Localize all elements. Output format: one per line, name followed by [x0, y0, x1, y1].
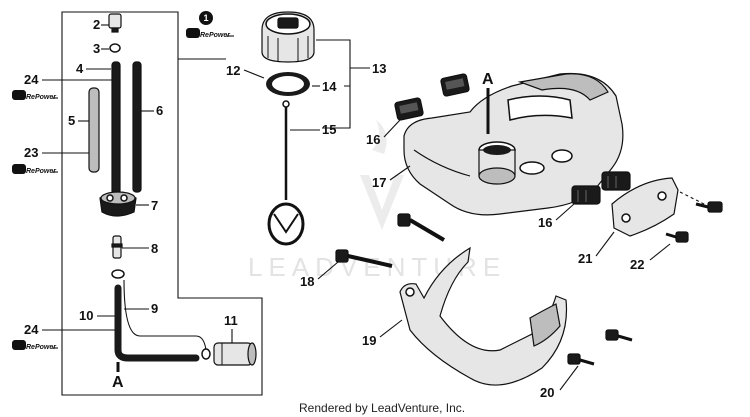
- svg-text:RePower: RePower: [26, 344, 57, 351]
- svg-text:1: 1: [203, 13, 208, 23]
- callout-19: 19: [362, 333, 376, 348]
- callout-2: 2: [93, 17, 100, 32]
- svg-text:RePower: RePower: [26, 94, 57, 101]
- svg-text:23: 23: [24, 145, 38, 160]
- callout-15: 15: [322, 122, 336, 137]
- part-11-fuel-filter: [201, 342, 257, 366]
- part-16-rubber-mounts-lower: [571, 171, 631, 205]
- callout-4: 4: [76, 61, 84, 76]
- part-18-bolts: [335, 213, 446, 268]
- svg-text:A: A: [112, 374, 124, 391]
- part-22-bolts: [665, 191, 723, 243]
- svg-text:24: 24: [24, 72, 39, 87]
- part-5-tube: [88, 87, 100, 173]
- part-3-o-ring: [109, 43, 121, 53]
- reference-a-line: A: [112, 362, 124, 391]
- svg-text:RePower: RePower: [200, 32, 231, 39]
- part-13-fuel-cap: [261, 11, 315, 63]
- svg-text:A: A: [482, 71, 494, 88]
- part-9-line: [123, 279, 207, 351]
- part-7-grommet: [99, 191, 137, 217]
- callout-1: 1 RePower: [186, 11, 234, 39]
- callout-5: 5: [68, 113, 75, 128]
- callout-6: 6: [156, 103, 163, 118]
- callout-7: 7: [151, 198, 158, 213]
- part-19-tank-mount: [399, 246, 568, 386]
- part-6-tube: [132, 61, 142, 193]
- callout-21: 21: [578, 251, 592, 266]
- group-bracket: [61, 11, 263, 396]
- part-14-gasket: [266, 72, 310, 96]
- part-20-bolts: [567, 329, 633, 366]
- callout-24-lower: 24 RePower: [12, 322, 115, 351]
- part-21-bracket: [611, 177, 679, 237]
- part-8-connector: [111, 235, 123, 259]
- callout-24-upper: 24 RePower: [12, 72, 112, 101]
- callout-9: 9: [151, 301, 158, 316]
- callout-18: 18: [300, 274, 314, 289]
- callout-16-upper: 16: [366, 132, 380, 147]
- callout-16-lower: 16: [538, 215, 552, 230]
- callout-14: 14: [322, 79, 337, 94]
- part-2-plug: [108, 13, 122, 33]
- callout-10: 10: [79, 308, 93, 323]
- footer-credit: Rendered by LeadVenture, Inc.: [299, 401, 465, 415]
- watermark-logo: [360, 120, 404, 230]
- callout-22: 22: [630, 257, 644, 272]
- callout-12: 12: [226, 63, 240, 78]
- part-17-fuel-tank: [403, 72, 624, 216]
- callout-8: 8: [151, 241, 158, 256]
- part-15-tether: [267, 100, 305, 246]
- callout-3: 3: [93, 41, 100, 56]
- reference-a-tank: A: [482, 71, 494, 134]
- callout-13: 13: [372, 61, 386, 76]
- part-4-tube: [111, 61, 121, 195]
- part-9-o-ring: [111, 269, 125, 279]
- callout-11: 11: [224, 313, 238, 328]
- svg-text:24: 24: [24, 322, 39, 337]
- part-10-fuel-line: [114, 284, 200, 362]
- callout-17: 17: [372, 175, 386, 190]
- callout-23: 23 RePower: [12, 145, 89, 175]
- callout-20: 20: [540, 385, 554, 400]
- svg-text:RePower: RePower: [26, 168, 57, 175]
- part-16-rubber-mounts-upper: [394, 73, 470, 121]
